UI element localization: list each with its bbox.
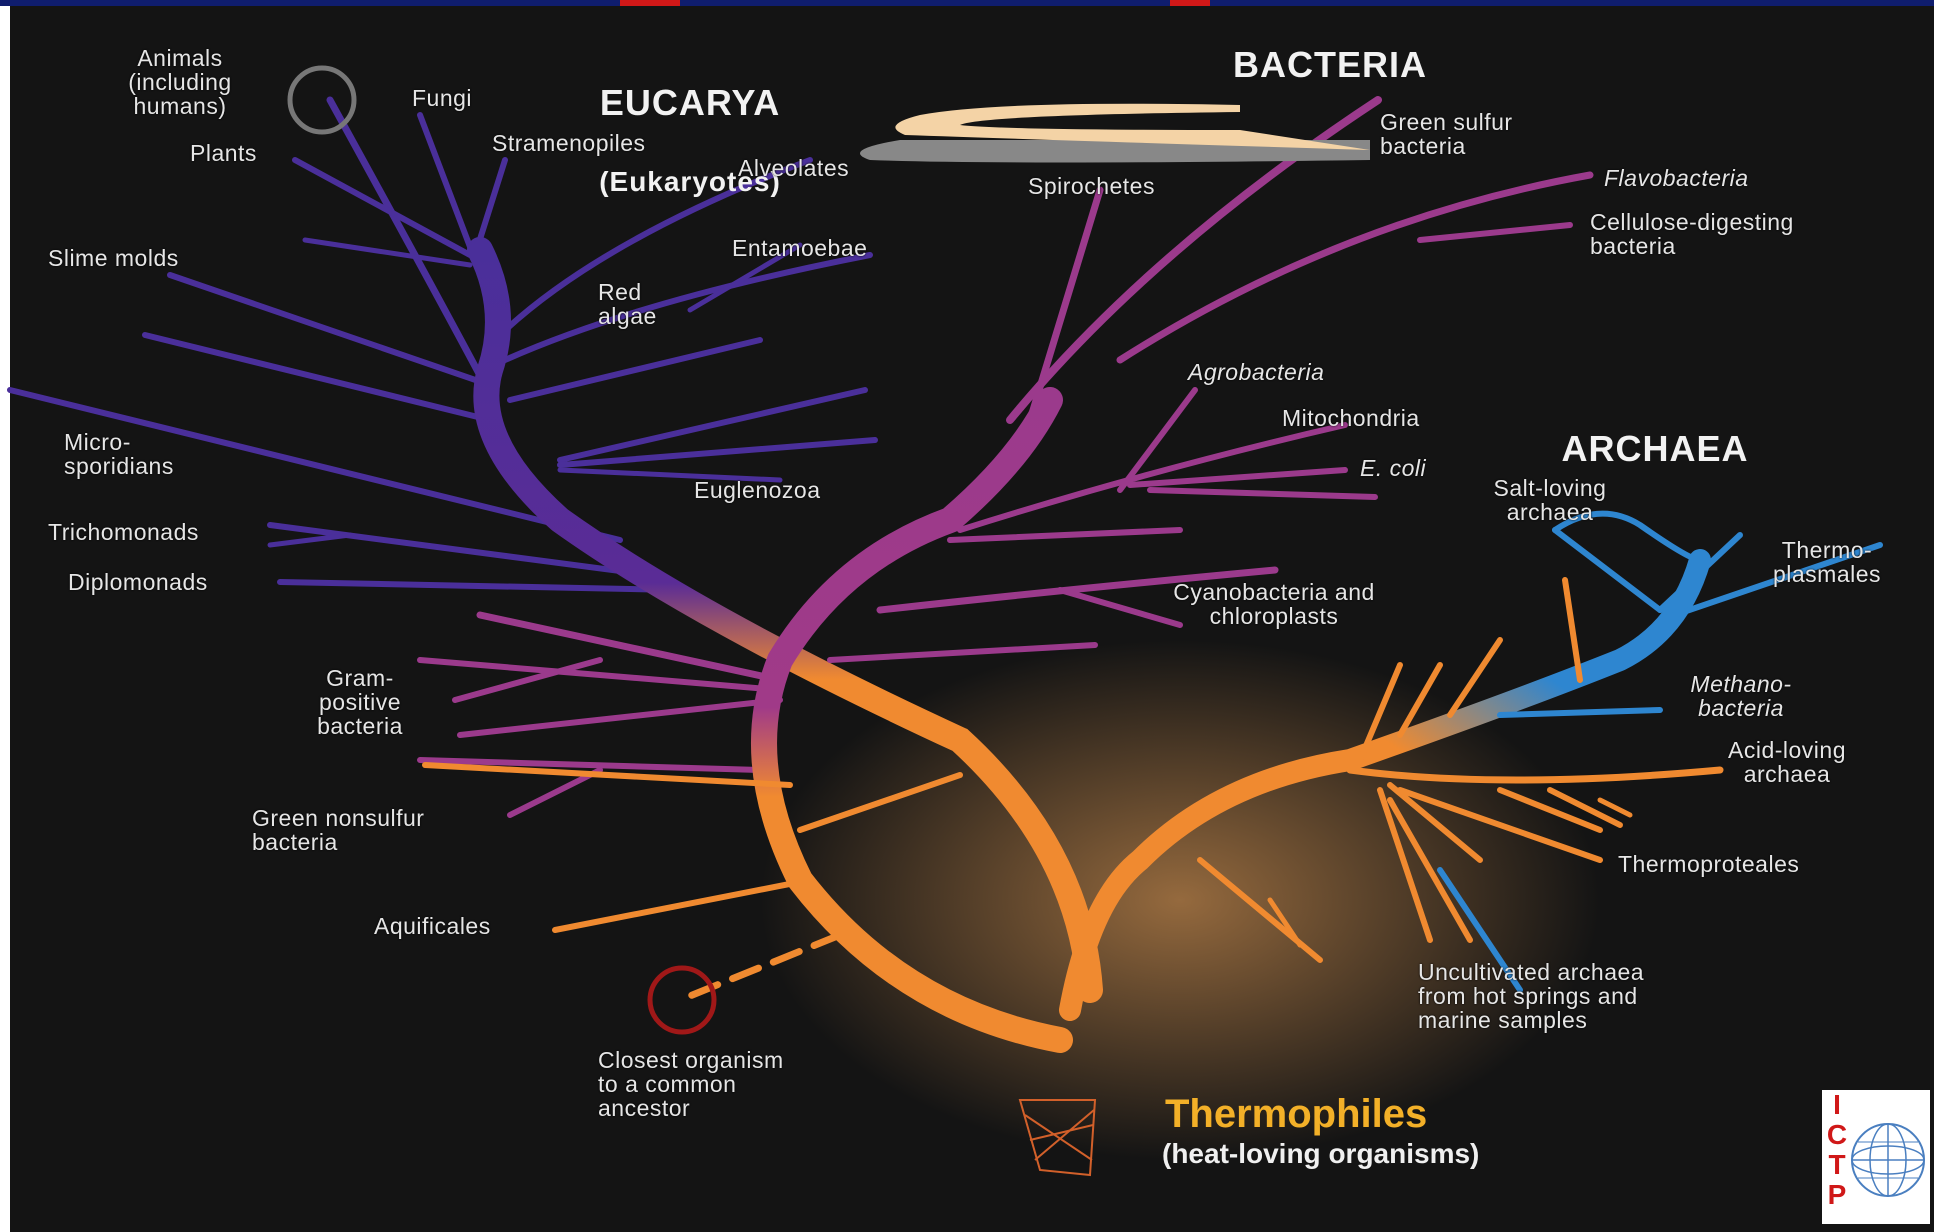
label-aquificales: Aquificales (374, 914, 491, 938)
label-fungi: Fungi (412, 86, 472, 110)
label-methanobacteria: Methano- bacteria (1656, 672, 1826, 720)
label-salt-loving: Salt-loving archaea (1465, 476, 1635, 524)
label-agrobacteria: Agrobacteria (1188, 360, 1324, 384)
label-cellulose: Cellulose-digesting bacteria (1590, 210, 1794, 258)
label-alveolates: Alveolates (738, 156, 849, 180)
domain-title-archaea: ARCHAEA (1540, 430, 1770, 468)
ictp-logo: I C T P (1822, 1090, 1930, 1224)
domain-title-bacteria: BACTERIA (1210, 46, 1450, 84)
top-bar-red-mark-2 (1170, 0, 1210, 6)
label-uncultivated: Uncultivated archaea from hot springs an… (1418, 960, 1644, 1032)
label-ecoli: E. coli (1360, 456, 1426, 480)
label-mitochondria: Mitochondria (1282, 406, 1420, 430)
label-cyanobacteria: Cyanobacteria and chloroplasts (1134, 580, 1414, 628)
label-spirochetes: Spirochetes (1028, 174, 1155, 198)
label-animals: Animals (including humans) (95, 46, 265, 118)
label-slime-molds: Slime molds (48, 246, 179, 270)
label-euglenozoa: Euglenozoa (694, 478, 821, 502)
label-green-sulfur: Green sulfur bacteria (1380, 110, 1513, 158)
label-gram-positive: Gram- positive bacteria (290, 666, 430, 738)
label-acid-loving: Acid-loving archaea (1696, 738, 1878, 786)
thermophiles-subtitle: (heat-loving organisms) (1162, 1138, 1479, 1170)
label-closest-ancestor: Closest organism to a common ancestor (598, 1048, 784, 1120)
thermophiles-title: Thermophiles (1165, 1092, 1427, 1136)
label-microsporidians: Micro- sporidians (64, 430, 174, 478)
label-thermoplasmales: Thermo- plasmales (1742, 538, 1912, 586)
label-trichomonads: Trichomonads (48, 520, 199, 544)
label-red-algae: Red algae (598, 280, 657, 328)
label-entamoebae: Entamoebae (732, 236, 867, 260)
eucarya-title: EUCARYA (600, 82, 780, 123)
globe-icon (1822, 1090, 1930, 1224)
label-thermoproteales: Thermoproteales (1618, 852, 1799, 876)
label-plants: Plants (190, 141, 257, 165)
label-flavobacteria: Flavobacteria (1604, 166, 1749, 190)
top-bar-red-mark-1 (620, 0, 680, 6)
top-bar (0, 0, 1934, 6)
label-green-nonsulfur: Green nonsulfur bacteria (252, 806, 424, 854)
label-stramenopiles: Stramenopiles (492, 131, 646, 155)
label-diplomonads: Diplomonads (68, 570, 208, 594)
